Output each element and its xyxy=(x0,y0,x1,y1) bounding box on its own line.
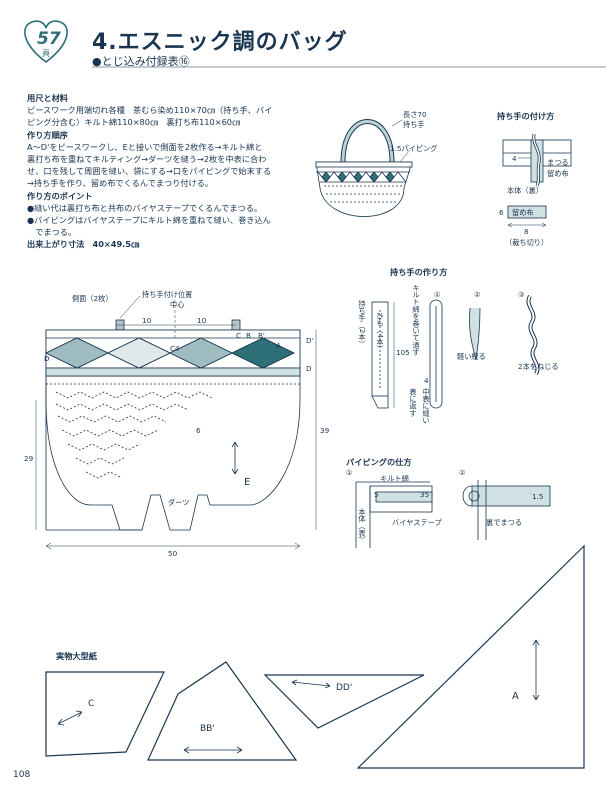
procedure-line: A～D'をピースワークし、Eと接いで側面を2枚作る→キルト綿と xyxy=(27,141,263,152)
label-d: D xyxy=(306,364,312,373)
sew-label: 中表に縫い xyxy=(422,388,431,424)
tomenuno-label-2: 留め布 xyxy=(512,208,534,217)
bias-tape-label: バイヤステープ xyxy=(392,518,442,527)
handle-label: 持ち手 xyxy=(403,120,425,129)
pattern-piece-bb xyxy=(147,661,298,761)
pattern-piece-c xyxy=(45,671,165,757)
dim-15: 1.5 xyxy=(532,492,544,501)
quilt-wrap-label: キルト綿を巻いて通す xyxy=(412,284,421,356)
procedure-line: 裏打ち布を重ねてキルティング→ダーツを縫う→2枚を中表に合わ xyxy=(27,154,267,165)
dim-39: 39 xyxy=(320,426,330,435)
pattern-bb-label: BB' xyxy=(200,724,215,734)
heart-badge-icon xyxy=(24,20,68,64)
points-heading: 作り方のポイント xyxy=(27,190,93,201)
pattern-piece-a xyxy=(356,544,585,769)
points-line: でまつる。 xyxy=(27,227,77,238)
pattern-heading: 実物大型紙 xyxy=(56,651,97,661)
finished-size: 出来上がり寸法 40×49.5㎝ xyxy=(27,239,140,250)
dart-label: ダーツ xyxy=(168,498,190,507)
page-number: 108 xyxy=(13,770,31,780)
hontai-label: 本体（裏） xyxy=(507,186,543,195)
matsuru-label: まつる xyxy=(547,158,569,167)
matsuru-label: 裏でまつる xyxy=(486,518,522,527)
side-panel-figure xyxy=(35,295,317,550)
materials-line: ピースワーク用端切れ各種 茶むら染め110×70㎝（持ち手、バイ xyxy=(27,105,273,116)
dim-35: 35 xyxy=(420,490,430,499)
pattern-dd-label: DD' xyxy=(336,683,353,693)
handle-making-figure xyxy=(371,294,540,409)
label-e: E xyxy=(244,477,251,488)
procedure-line: →持ち手を作り、留め布でくるんでまつり付ける。 xyxy=(27,178,214,189)
handle-attach-heading: 持ち手の付け方 xyxy=(497,111,555,121)
tomenuno-label: 留め布 xyxy=(547,169,569,178)
page-title: 4.エスニック調のバッグ xyxy=(92,30,348,55)
side-panel-label: 側面（2枚） xyxy=(72,294,113,303)
handle-length-label: 長さ70 xyxy=(403,110,427,119)
dim-6: 6 xyxy=(499,208,504,217)
handle-attach-figure xyxy=(502,133,572,228)
hontai-label: 本体（表） xyxy=(358,508,367,544)
label-d2: D xyxy=(44,354,50,363)
bias-label: （裁ち切り） xyxy=(505,238,549,247)
handle-position-label: 持ち手付け位置 xyxy=(142,290,193,299)
dim-10b: 10 xyxy=(197,316,207,325)
dim-4: 4 xyxy=(512,154,517,163)
label-c: C xyxy=(236,331,242,340)
pattern-a-label: A xyxy=(512,691,519,702)
label-dp: D' xyxy=(306,336,314,345)
turn-out-label: 表に返す xyxy=(409,388,418,417)
procedure-line: せ、口を残して周囲を縫い、袋にする→口をパイピングで始末する xyxy=(27,166,272,177)
pattern-pieces xyxy=(45,544,585,769)
step-3: ③ xyxy=(518,290,525,299)
label-a: A xyxy=(276,341,281,350)
materials-heading: 用尺と材料 xyxy=(27,93,68,103)
himo-label: ひも（4本） xyxy=(376,312,385,353)
dim-10a: 10 xyxy=(142,316,152,325)
label-b: B xyxy=(246,331,251,340)
dim-5: 5 xyxy=(374,490,379,499)
piping-step-2: ② xyxy=(459,468,466,477)
instructions: 用尺と材料 ピースワーク用端切れ各種 茶むら染め110×70㎝（持ち手、バイ ピ… xyxy=(27,92,317,251)
points-line: ●縫い代は裏打ち布と共布のバイヤステープでくるんでまつる。 xyxy=(27,202,263,213)
dim-4: 4 xyxy=(424,376,429,385)
pattern-c-label: C xyxy=(88,699,95,709)
page-ref-unit: 頁 xyxy=(42,49,50,58)
step-2: ② xyxy=(474,290,481,299)
label-c4: C4 xyxy=(170,344,180,353)
step-2-text: 軽い絞る xyxy=(457,352,486,361)
quilt-label: キルト綿 xyxy=(380,474,409,483)
step-3-text: 2本をねじる xyxy=(518,362,559,371)
piping-figure xyxy=(355,480,551,548)
dim-6: 6 xyxy=(196,426,201,435)
handle-count-label: 持ち手（2本） xyxy=(358,300,367,348)
materials-line: ピング分含む）キルト綿110×80㎝ 裏打ち布110×60㎝ xyxy=(27,117,241,128)
piping-heading: パイピングの仕方 xyxy=(346,457,412,467)
bag-figure xyxy=(315,119,413,217)
label-bp: B' xyxy=(258,331,265,340)
dim-8: 8 xyxy=(524,227,529,236)
handle-make-heading: 持ち手の作り方 xyxy=(390,267,448,277)
procedure-heading: 作り方順序 xyxy=(27,129,68,140)
points-line: ●パイピングはバイヤステープにキルト綿を重ねて縫い、巻き込ん xyxy=(27,215,271,226)
page-subtitle: ●とじ込み付録表⑯ xyxy=(92,55,190,68)
dim-29: 29 xyxy=(24,454,34,463)
piping-step-1: ① xyxy=(346,468,353,477)
center-label: 中心 xyxy=(170,300,185,309)
page-ref-number: 57 xyxy=(37,29,61,49)
step-1: ① xyxy=(434,290,441,299)
dim-105: 105 xyxy=(396,348,410,357)
pattern-piece-dd xyxy=(263,674,425,729)
dim-50: 50 xyxy=(168,549,178,558)
piping-label: 1.5パイピング xyxy=(390,144,438,153)
